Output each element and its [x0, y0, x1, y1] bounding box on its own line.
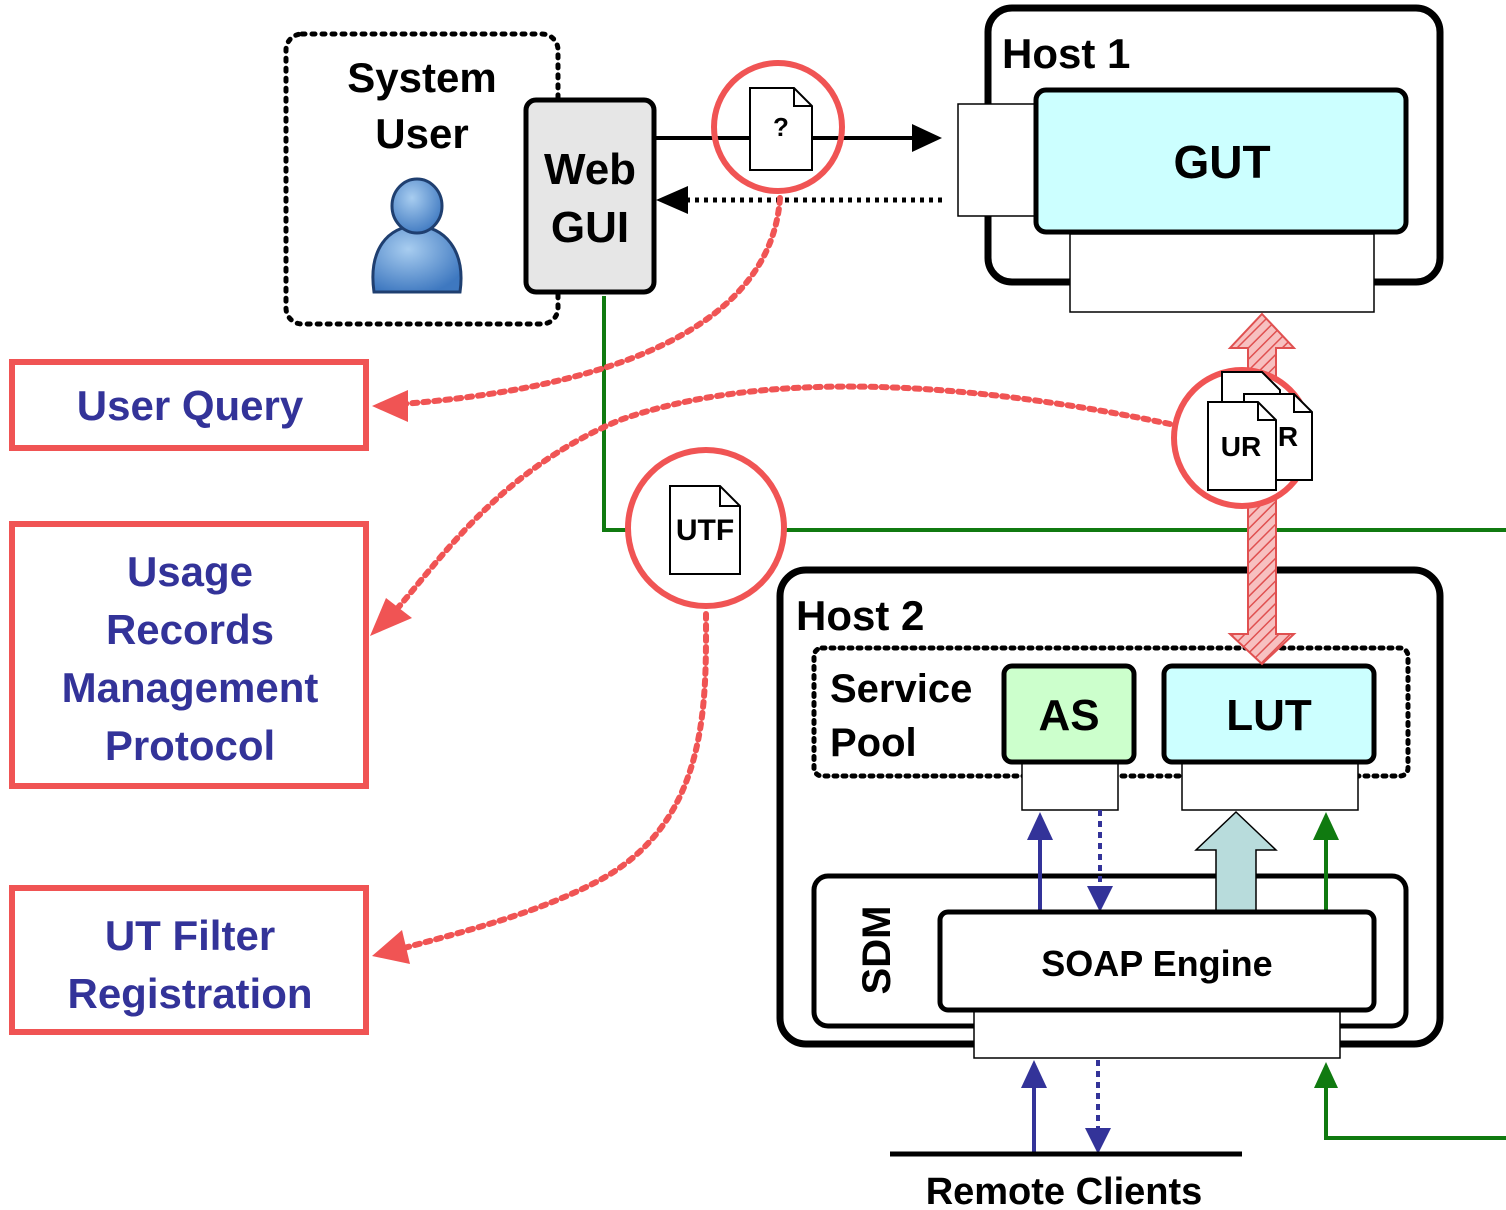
usage-records-box[interactable] [9, 521, 369, 789]
ut-filter-arrowhead [372, 930, 410, 964]
usage-records-curve [393, 383, 1173, 613]
remote-down-arrowhead [1085, 1128, 1111, 1154]
soap-engine-label: SOAP Engine [1041, 943, 1272, 984]
user-query-arrowhead [372, 390, 408, 422]
user-query-box[interactable] [9, 359, 369, 451]
soap-port [973, 1009, 1341, 1059]
usage-records-label-4: Protocol [105, 722, 275, 769]
ut-filter-box[interactable] [9, 885, 369, 1035]
as-down-arrowhead [1087, 886, 1113, 912]
usage-records-label-3: Management [62, 664, 319, 711]
gut-port-bottom [1069, 233, 1375, 313]
as-port [1021, 759, 1119, 811]
request-arrowhead [912, 124, 942, 152]
lut-box[interactable] [1161, 663, 1377, 765]
usage-records-label-1: Usage [127, 548, 253, 595]
user-query-label: User Query [77, 382, 304, 429]
gut-port-left [957, 103, 1039, 217]
as-label: AS [1038, 691, 1099, 740]
user-query-curve [399, 195, 783, 407]
remote-up-arrowhead [1021, 1060, 1047, 1088]
soap-engine-box[interactable] [937, 909, 1377, 1013]
network-line [602, 296, 1506, 532]
lut-label: LUT [1226, 691, 1312, 740]
service-pool-label-2: Pool [830, 721, 917, 765]
utf-document-icon [669, 485, 741, 575]
ur-document-stack-icon [1207, 371, 1313, 491]
ut-filter-label-1: UT Filter [105, 912, 275, 959]
ur-front-label: UR [1221, 431, 1261, 462]
ur-back-label: R [1278, 421, 1298, 452]
query-circle [711, 60, 845, 194]
sdm-label: SDM [855, 906, 899, 995]
user-icon [371, 177, 463, 294]
lut-wide-arrow [1194, 810, 1278, 915]
remote-clients-label: Remote Clients [926, 1171, 1203, 1210]
lut-green-arrowhead [1313, 812, 1339, 840]
network-line-remote [1324, 1088, 1506, 1140]
web-gui-label-2: GUI [551, 203, 629, 252]
web-gui-box[interactable] [523, 97, 657, 295]
as-up-arrowhead [1027, 812, 1053, 840]
ut-filter-curve [401, 611, 710, 951]
query-doc-label: ? [773, 112, 789, 142]
ut-filter-label-2: Registration [67, 970, 312, 1017]
host1-title: Host 1 [1002, 30, 1130, 77]
usage-records-label-2: Records [106, 606, 274, 653]
response-arrowhead [656, 186, 688, 214]
lut-port [1181, 759, 1359, 811]
gut-label: GUT [1173, 136, 1270, 188]
gut-box[interactable] [1033, 87, 1409, 235]
green-arrowhead-remote [1314, 1062, 1338, 1088]
utf-doc-label: UTF [676, 514, 734, 547]
usage-records-arrowhead [370, 598, 412, 636]
system-user-label-2: User [375, 110, 468, 157]
query-document-icon [749, 87, 813, 171]
web-gui-label: Web [544, 145, 636, 194]
host2-title: Host 2 [796, 592, 924, 639]
service-pool-label: Service [830, 667, 972, 711]
as-box[interactable] [1001, 663, 1137, 765]
system-user-label: System [347, 54, 496, 101]
